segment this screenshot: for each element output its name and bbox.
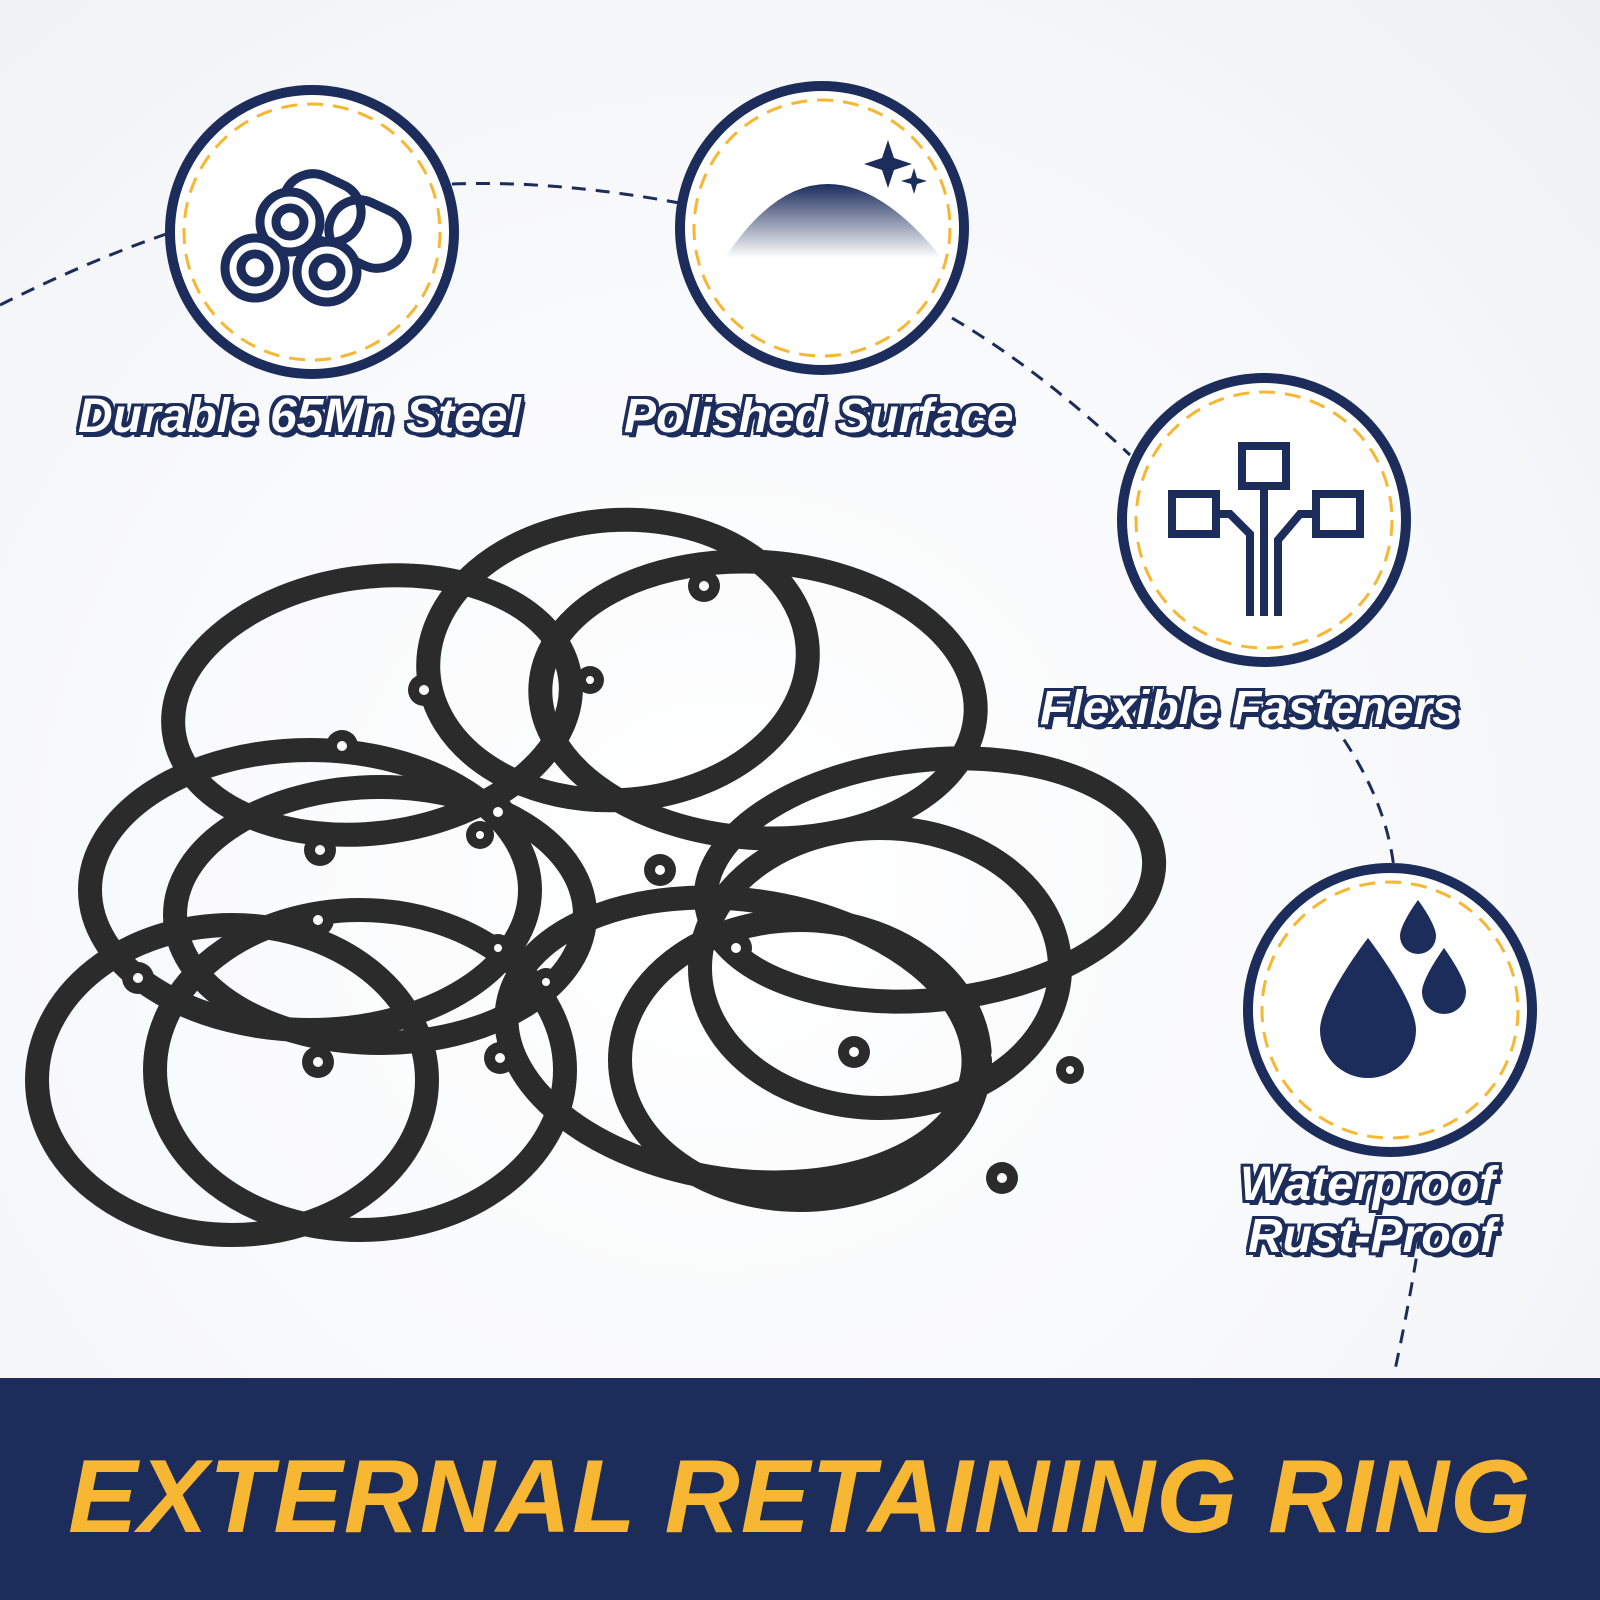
polished-sparkle-icon xyxy=(725,140,942,258)
feature-circle-polished xyxy=(675,81,969,375)
water-drops-icon xyxy=(1320,900,1466,1078)
feature-circle-waterproof xyxy=(1243,863,1537,1157)
circuit-branch-icon xyxy=(1168,442,1364,616)
feature-label-waterproof: Waterproof xyxy=(1240,1158,1496,1211)
banner-title: EXTERNAL RETAINING RING xyxy=(68,1439,1532,1555)
feature-circle-steel xyxy=(165,85,459,379)
retaining-rings-image xyxy=(25,507,1167,1247)
dashed-connector-line xyxy=(0,181,1422,1371)
feature-circle-flexible xyxy=(1117,373,1411,667)
ring-lug-hole-centers xyxy=(133,581,1074,1183)
feature-label-flexible: Flexible Fasteners xyxy=(1040,682,1459,735)
feature-label-steel: Durable 65Mn Steel xyxy=(78,390,521,443)
feature-label-polished: Polished Surface xyxy=(624,390,1014,443)
bottom-banner: EXTERNAL RETAINING RING xyxy=(0,1378,1600,1600)
feature-label-rustproof: Rust-Proof xyxy=(1248,1210,1496,1263)
steel-bars-icon xyxy=(220,169,412,307)
